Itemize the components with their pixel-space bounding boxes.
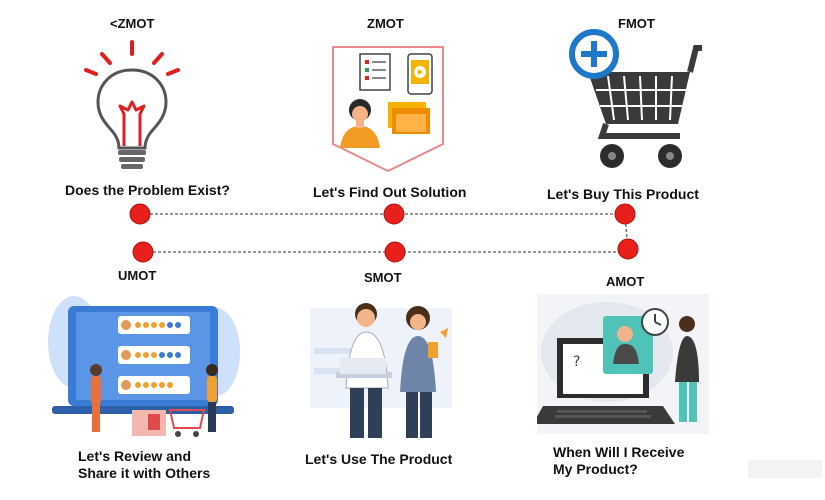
node-pre-zmot [129, 203, 151, 225]
node-smot [384, 241, 406, 263]
node-umot [132, 241, 154, 263]
stage-title-umot: UMOT [118, 268, 157, 283]
caption-umot-line2: Share it with Others [78, 465, 211, 481]
shopping-cart-icon [566, 28, 702, 183]
research-icon [330, 44, 446, 179]
using-product-icon [306, 288, 456, 449]
stage-title-pre-zmot: <ZMOT [110, 16, 155, 31]
stage-title-amot: AMOT [606, 274, 645, 289]
stage-title-zmot: ZMOT [367, 16, 404, 31]
node-zmot [383, 203, 405, 225]
lightbulb-icon [80, 36, 190, 181]
caption-amot-line2: My Product? [553, 461, 638, 477]
caption-zmot: Let's Find Out Solution [313, 184, 467, 200]
caption-umot-line1: Let's Review and [78, 448, 192, 464]
faint-watermark-box [748, 460, 822, 478]
caption-smot: Let's Use The Product [305, 451, 453, 467]
review-icon [44, 292, 240, 447]
stage-title-smot: SMOT [364, 270, 402, 285]
svg-text:?: ? [573, 354, 580, 370]
caption-amot-line1: When Will I Receive [553, 444, 685, 460]
node-amot [617, 238, 639, 260]
caption-pre-zmot: Does the Problem Exist? [65, 182, 230, 198]
stage-title-fmot: FMOT [618, 16, 655, 31]
caption-fmot: Let's Buy This Product [547, 186, 699, 202]
delivery-wait-icon: ? [533, 294, 709, 439]
node-fmot [614, 203, 636, 225]
